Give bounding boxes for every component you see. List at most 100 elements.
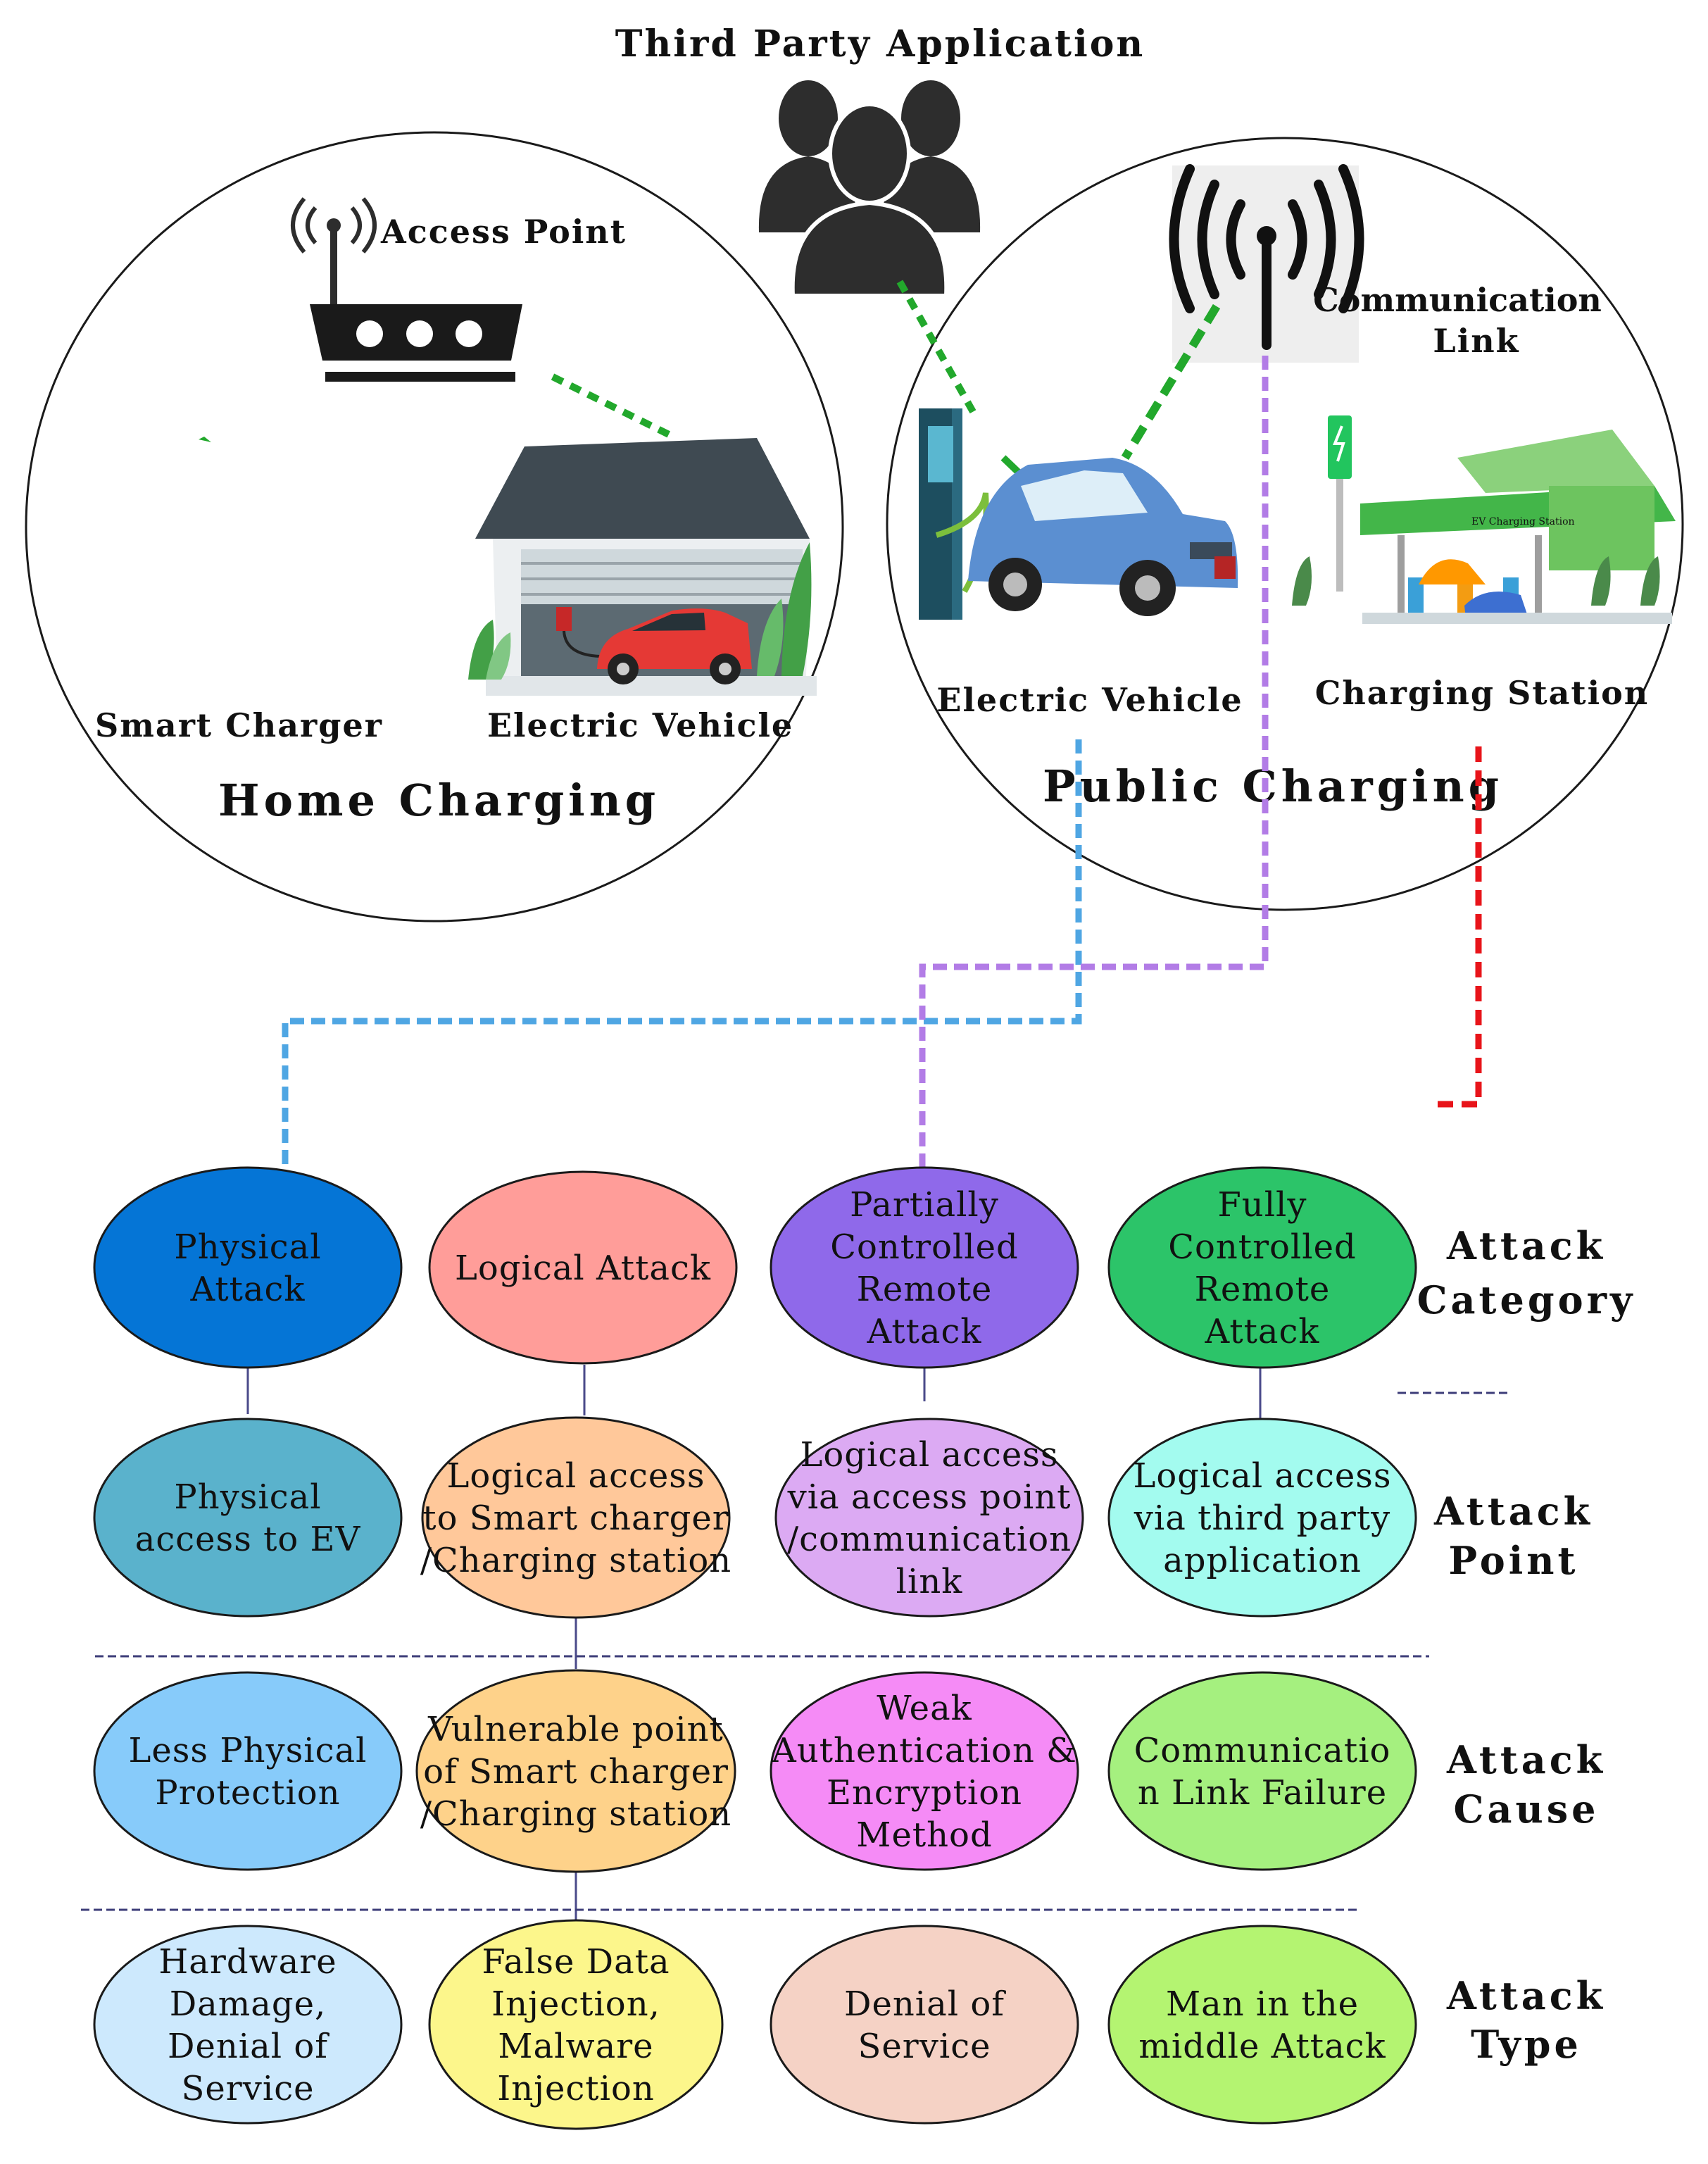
node-text: Injection: [497, 2069, 655, 2108]
node-ellipse: [93, 1166, 403, 1369]
node-ellipse: [774, 1418, 1084, 1618]
node-ellipse: [770, 1671, 1079, 1871]
access-point-icon: [291, 197, 522, 382]
row-label-2-line1: Attack: [1433, 1489, 1593, 1534]
node-text: Weak: [877, 1689, 972, 1728]
node-text: /communication: [787, 1520, 1072, 1559]
node-text: Communicatio: [1134, 1731, 1391, 1770]
node-text: Attack: [867, 1312, 982, 1351]
home-garage-illustration: [468, 438, 817, 696]
node-text: Remote: [1195, 1270, 1331, 1309]
node-ellipse: [1107, 1671, 1417, 1871]
row-label-2-line2: Point: [1449, 1538, 1579, 1583]
node-text: link: [896, 1562, 963, 1601]
node-text: Hardware: [158, 1942, 337, 1982]
node-text: Service: [182, 2069, 315, 2108]
node-ellipse: [1107, 1925, 1417, 2125]
users-icon: [758, 80, 981, 298]
node-text: Partially: [850, 1185, 999, 1225]
green-link-mark: [199, 437, 211, 442]
node-text: Fully: [1217, 1185, 1307, 1225]
node-text: Denial of: [844, 1984, 1006, 2024]
node-text: middle Attack: [1138, 2027, 1386, 2066]
charging-station-illustration: EV Charging Station: [1292, 415, 1676, 624]
node-ellipse: [93, 1671, 403, 1871]
node-text: Controlled: [830, 1227, 1019, 1267]
node-text: Malware: [498, 2027, 653, 2066]
node-text: Protection: [155, 1773, 340, 1813]
blue-connector-physical: [282, 739, 1082, 1165]
public-electric-vehicle-label: Electric Vehicle: [936, 681, 1243, 719]
node-text: Injection,: [491, 1984, 660, 2024]
node-ellipse: [1107, 1418, 1417, 1618]
node-text: /Charging station: [420, 1541, 731, 1580]
third-party-title: Third Party Application: [615, 23, 1145, 65]
node-text: Remote: [857, 1270, 993, 1309]
node-ellipse: [770, 1166, 1079, 1369]
node-ellipse: [421, 1416, 731, 1619]
node-text: Denial of: [168, 2027, 329, 2066]
node-row3-col4: Communication Link Failure: [1107, 1671, 1417, 1871]
tower-antenna-top: [1257, 226, 1276, 246]
purple-connector-remote: [919, 356, 1269, 1172]
row-label-3-line2: Cause: [1454, 1787, 1600, 1832]
node-ellipse: [1107, 1166, 1417, 1369]
node-text: Service: [858, 2027, 991, 2066]
node-ellipse: [428, 1170, 738, 1365]
node-text: access to EV: [135, 1520, 361, 1559]
communication-link-label-2: Link: [1433, 322, 1519, 360]
node-text: Logical Attack: [455, 1249, 711, 1288]
public-charging-label: Public Charging: [1043, 761, 1503, 812]
node-ellipse: [770, 1925, 1079, 2125]
node-text: Controlled: [1168, 1227, 1357, 1267]
row-label-4-line1: Attack: [1446, 1973, 1606, 2018]
node-ellipse: [428, 1919, 724, 2130]
node-text: Physical: [174, 1477, 321, 1517]
node-text: to Smart charger: [422, 1499, 729, 1538]
node-text: via third party: [1134, 1499, 1391, 1538]
node-connectors: [246, 1365, 1262, 1922]
home-charging-circle: [25, 131, 844, 922]
node-text: Attack: [1205, 1312, 1320, 1351]
row-label-3-line1: Attack: [1446, 1737, 1606, 1782]
home-charging-label: Home Charging: [218, 775, 660, 826]
node-text: Man in the: [1166, 1984, 1359, 2024]
communication-link-label-1: Communication: [1313, 281, 1602, 319]
charging-station-label: Charging Station: [1315, 674, 1649, 712]
node-text: Encryption: [827, 1773, 1022, 1813]
communication-tower-icon: [1169, 164, 1364, 350]
red-connector: [1436, 746, 1482, 1108]
access-point-label: Access Point: [380, 213, 627, 251]
green-link-ev-stub: [1000, 455, 1022, 476]
node-text: Vulnerable point: [427, 1710, 724, 1749]
node-text: of Smart charger: [423, 1752, 729, 1791]
node-ellipse: [415, 1669, 736, 1873]
row-label-4-line2: Type: [1471, 2022, 1582, 2067]
node-text: n Link Failure: [1138, 1773, 1387, 1813]
green-link-tower-ev: [1121, 304, 1221, 461]
green-link-home: [551, 373, 678, 442]
node-text: /Charging station: [420, 1794, 731, 1834]
row-label-1-line2: Category: [1417, 1277, 1636, 1322]
node-text: application: [1163, 1541, 1362, 1580]
node-text: Attack: [190, 1270, 306, 1309]
home-electric-vehicle-label: Electric Vehicle: [487, 706, 793, 744]
node-text: via access point: [787, 1477, 1072, 1517]
green-link-users-ev: [896, 280, 979, 418]
public-charging-circle: [886, 137, 1684, 911]
node-row1-col2: Logical Attack: [428, 1170, 738, 1365]
